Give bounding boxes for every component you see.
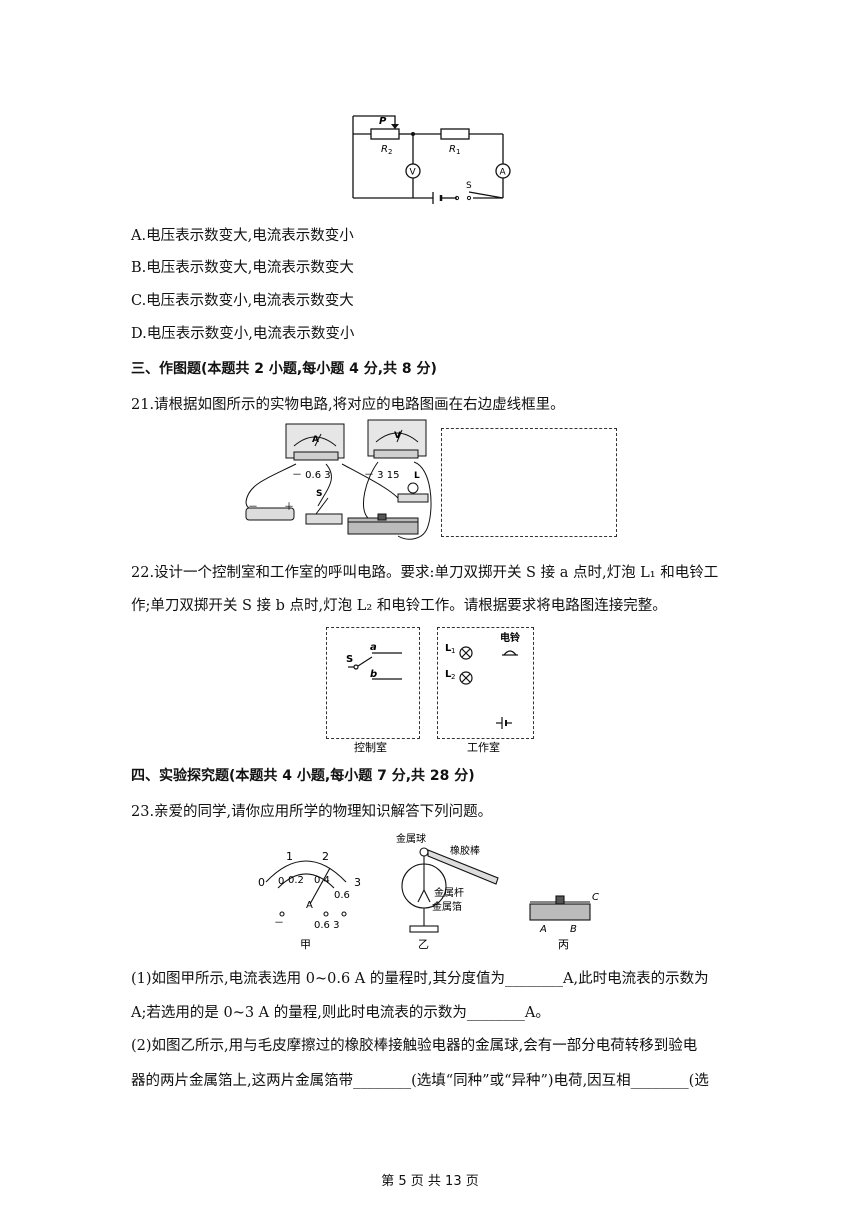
terminal-values: 0.6 3 bbox=[314, 920, 339, 931]
q22-circuit-elements: S a b L 1 L 2 电铃 控制室 工作室 bbox=[346, 631, 521, 754]
battery-plus: ＋ bbox=[284, 502, 294, 513]
lamp-L-label: L bbox=[414, 471, 420, 481]
q21-answer-box[interactable] bbox=[441, 428, 617, 537]
q21-physical-circuit: A － 0.6 3 V － 3 15 L S － ＋ bbox=[245, 419, 432, 540]
scale-3: 3 bbox=[354, 876, 361, 889]
rheostat-C: C bbox=[592, 892, 599, 903]
label-R1-sub: 1 bbox=[456, 148, 460, 156]
section-4-title: 四、实验探究题(本题共 4 小题,每小题 7 分,共 28 分) bbox=[131, 768, 475, 784]
ammeter-terminals: － 0.6 3 bbox=[292, 470, 331, 481]
q22-control-room-box[interactable] bbox=[326, 627, 420, 739]
q22-lamp-L2-sub: 2 bbox=[451, 673, 455, 681]
q22-lamp-L1-sub: 1 bbox=[451, 647, 455, 655]
q23-intro: 23.亲爱的同学,请你应用所学的物理知识解答下列问题。 bbox=[131, 804, 493, 820]
metal-rod-label: 金属杆 bbox=[434, 886, 464, 899]
rubber-rod-label: 橡胶棒 bbox=[450, 844, 480, 857]
metal-foil-label: 金属箔 bbox=[432, 900, 462, 913]
q22-bell-label: 电铃 bbox=[500, 631, 521, 644]
meter-A-label: A bbox=[306, 900, 313, 911]
q20-option-a: A.电压表示数变大,电流表示数变小 bbox=[131, 228, 354, 244]
voltmeter-terminals: － 3 15 bbox=[364, 470, 399, 481]
q23-2-line1: (2)如图乙所示,用与毛皮摩擦过的橡胶棒接触验电器的金属球,会有一部分电荷转移到… bbox=[131, 1038, 698, 1054]
scale-1: 1 bbox=[286, 850, 293, 863]
label-R2: R bbox=[381, 144, 388, 155]
terminal-minus: － bbox=[274, 918, 284, 929]
q22-point-a: a bbox=[370, 642, 377, 653]
voltmeter-V-label: V bbox=[394, 431, 401, 441]
voltmeter-label: V bbox=[410, 168, 417, 178]
q20-option-b: B.电压表示数变大,电流表示数变大 bbox=[131, 260, 354, 276]
label-R1: R bbox=[449, 144, 456, 155]
q21-text: 21.请根据如图所示的实物电路,将对应的电路图画在右边虚线框里。 bbox=[131, 397, 565, 413]
q22-lamp-L1: L bbox=[445, 643, 452, 654]
q22-work-room-box[interactable] bbox=[437, 627, 534, 739]
scale-0-inner: 0 bbox=[278, 876, 284, 887]
q23-1-line1: (1)如图甲所示,电流表选用 0~0.6 A 的量程时,其分度值为_______… bbox=[131, 971, 709, 987]
battery-minus: － bbox=[248, 502, 258, 513]
caption-jia: 甲 bbox=[300, 938, 311, 951]
label-R2-sub: 2 bbox=[388, 148, 392, 156]
rheostat-A: A bbox=[539, 924, 547, 935]
scale-0-4: 0.4 bbox=[314, 875, 330, 886]
q22-text-line1: 22.设计一个控制室和工作室的呼叫电路。要求:单刀双掷开关 S 接 a 点时,灯… bbox=[131, 565, 719, 581]
q20-option-c: C.电压表示数变小,电流表示数变大 bbox=[131, 293, 354, 309]
q22-caption-control-room: 控制室 bbox=[354, 740, 387, 754]
scale-0: 0 bbox=[258, 876, 265, 889]
q22-lamp-L2: L bbox=[445, 669, 452, 680]
q20-option-d: D.电压表示数变小,电流表示数变小 bbox=[131, 326, 355, 342]
switch-S-label: S bbox=[316, 489, 322, 499]
ammeter-label: A bbox=[500, 168, 507, 178]
q23-2-line2: 器的两片金属箔上,这两片金属箔带________(选填“同种”或“异种”)电荷,… bbox=[131, 1073, 709, 1089]
q22-switch-S: S bbox=[346, 654, 353, 665]
q23-figures: 0 1 2 3 0 0.2 0.4 0.6 A 0.6 3 － 甲 金属球 橡胶… bbox=[258, 832, 599, 951]
label-P: P bbox=[379, 116, 387, 127]
q22-caption-work-room: 工作室 bbox=[467, 740, 500, 754]
section-3-title: 三、作图题(本题共 2 小题,每小题 4 分,共 8 分) bbox=[131, 361, 437, 377]
scale-2: 2 bbox=[322, 850, 329, 863]
q23-1-line2: A;若选用的是 0~3 A 的量程,则此时电流表的示数为________A。 bbox=[131, 1005, 550, 1021]
caption-yi: 乙 bbox=[418, 938, 429, 951]
scale-0-6: 0.6 bbox=[334, 890, 350, 901]
metal-ball-label: 金属球 bbox=[396, 832, 426, 845]
scale-0-2: 0.2 bbox=[288, 875, 304, 886]
q22-text-line2: 作;单刀双掷开关 S 接 b 点时,灯泡 L₂ 和电铃工作。请根据要求将电路图连… bbox=[131, 598, 667, 614]
q20-circuit-diagram: P R 2 R 1 V A S bbox=[352, 115, 511, 204]
q22-point-b: b bbox=[370, 669, 377, 680]
caption-bing: 丙 bbox=[558, 938, 569, 951]
ammeter-A-label: A bbox=[312, 435, 319, 445]
switch-label: S bbox=[466, 181, 472, 191]
rheostat-B: B bbox=[570, 924, 577, 935]
page-footer: 第 5 页 共 13 页 bbox=[381, 1174, 479, 1189]
